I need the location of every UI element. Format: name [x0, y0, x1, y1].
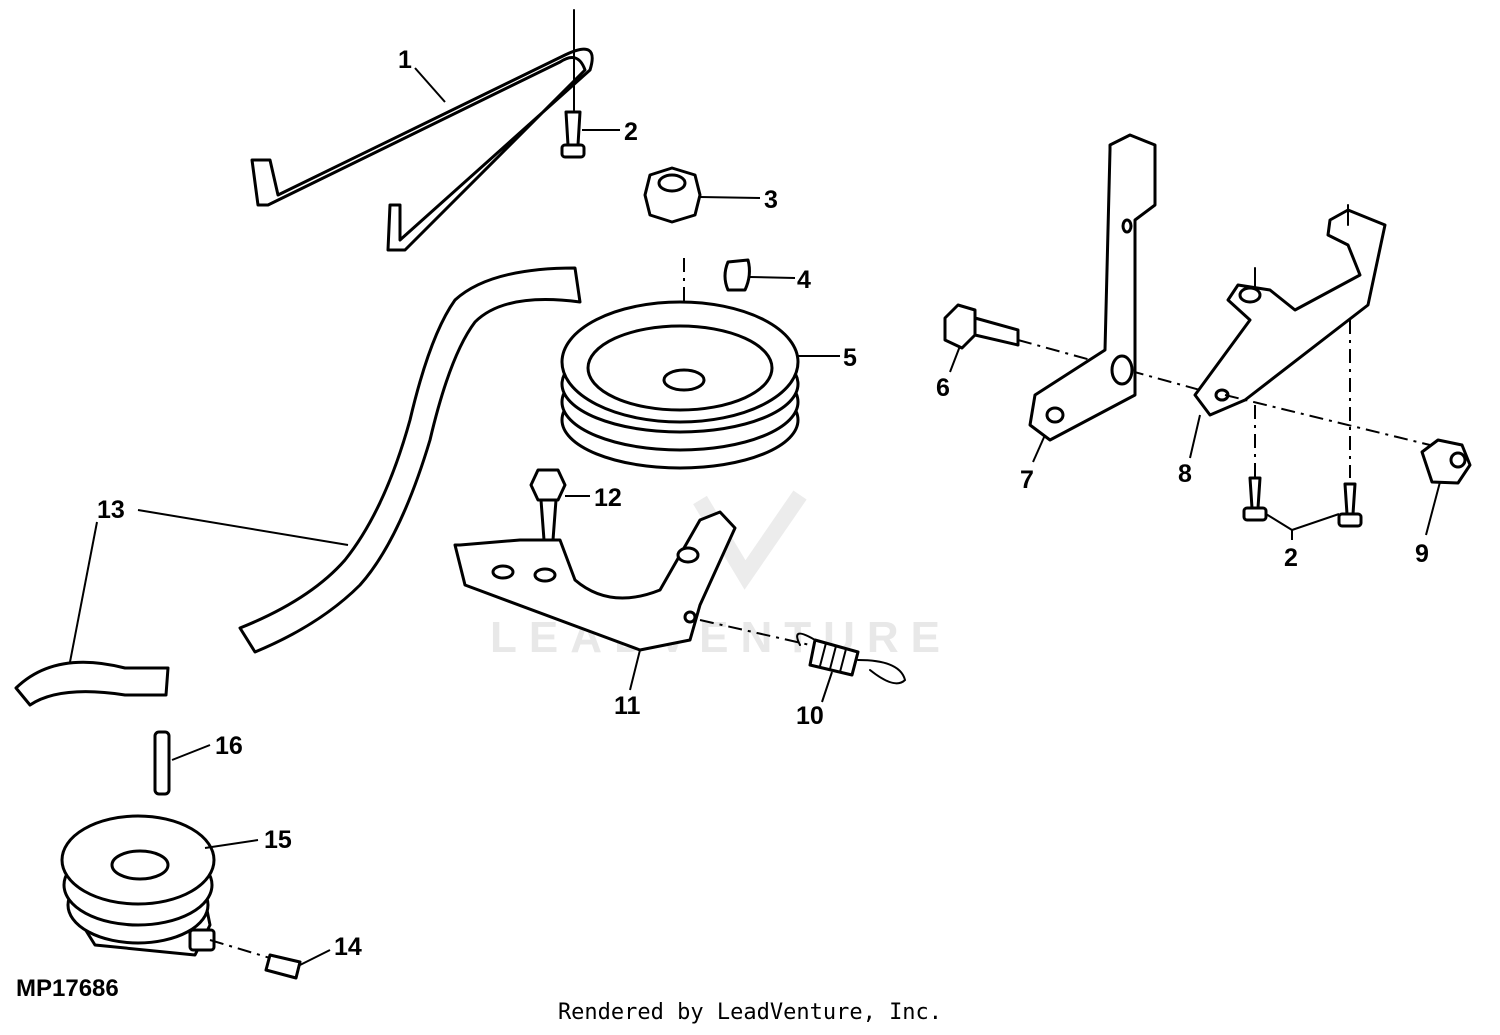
callout-15: 15: [264, 826, 292, 854]
callout-4: 4: [797, 266, 811, 294]
callout-1: 1: [398, 46, 412, 74]
callout-2: 2: [624, 118, 638, 146]
pulley: [560, 258, 800, 470]
cap-screw: [943, 303, 1201, 391]
callout-6: 6: [936, 374, 950, 402]
callout-10: 10: [796, 702, 824, 730]
woodruff-key: [723, 258, 751, 292]
leader-lines: [69, 67, 1441, 966]
callout-8: 8: [1178, 460, 1192, 488]
electric-clutch: [60, 814, 216, 957]
set-screw: [209, 939, 302, 980]
screws-right: [1242, 476, 1363, 528]
screw-top: [560, 9, 586, 159]
callout-13: 13: [97, 496, 125, 524]
support-bracket: [1028, 133, 1157, 442]
figure-id: MP17686: [16, 975, 119, 1002]
callout-2-right: 2: [1284, 544, 1298, 572]
callout-labels: 1 2 3 4 5 6 7 8 2 9 10 11 12 13 14 15 16: [97, 46, 1429, 961]
callout-16: 16: [215, 732, 243, 760]
drive-belt: [14, 266, 582, 707]
render-credit: Rendered by LeadVenture, Inc.: [557, 1000, 943, 1025]
callout-11: 11: [614, 692, 641, 720]
lock-nut: [643, 166, 702, 224]
callout-14: 14: [334, 933, 362, 961]
callout-12: 12: [594, 484, 622, 512]
callout-7: 7: [1020, 466, 1034, 494]
arm-bracket: [1193, 204, 1431, 478]
extension-spring: [699, 619, 907, 685]
callout-3: 3: [764, 186, 778, 214]
belt-guide-rod: [250, 47, 594, 252]
idler-bracket: [453, 510, 737, 652]
callout-9: 9: [1415, 540, 1429, 568]
pin: [153, 730, 171, 796]
callout-5: 5: [843, 344, 857, 372]
hex-nut: [1420, 438, 1472, 485]
